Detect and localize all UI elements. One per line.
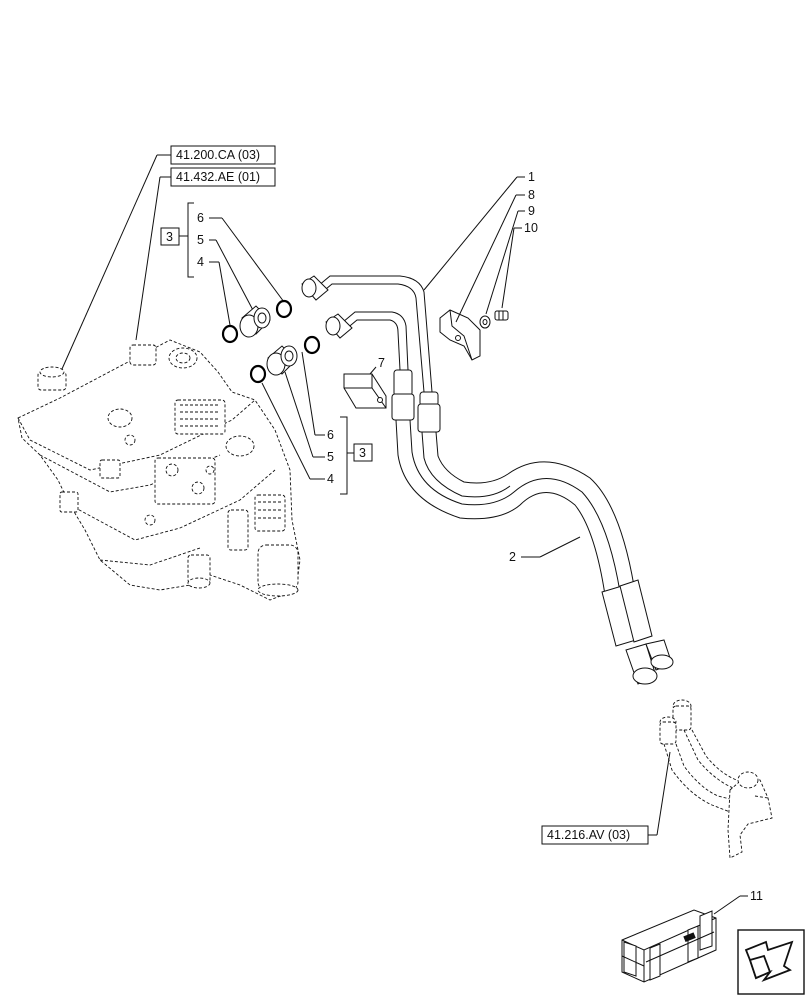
callout-7: 7 (378, 356, 385, 370)
callout-5-top: 5 (197, 233, 204, 247)
group-top-box-label: 3 (166, 230, 173, 244)
o-ring-icon (303, 335, 321, 355)
washer-icon (479, 315, 491, 329)
reference-41-200-ca-label: 41.200.CA (03) (176, 148, 260, 162)
kit-crate-icon (621, 909, 717, 983)
callout-6-bottom: 6 (327, 428, 334, 442)
group-bottom-box[interactable] (353, 443, 373, 462)
leader-line (656, 751, 671, 836)
group-bottom-box-label: 3 (359, 446, 366, 460)
callout-10: 10 (524, 221, 538, 235)
callout-8: 8 (528, 188, 535, 202)
pipe-clamp-icon (439, 309, 481, 361)
hydraulic-hose-icon (395, 419, 674, 685)
group-top: 3 6 5 4 (160, 202, 285, 326)
o-ring-icon (221, 324, 239, 344)
reference-41-200-ca[interactable]: 41.200.CA (03) (170, 145, 276, 165)
group-bottom: 3 6 5 4 (261, 351, 373, 495)
adapter-fitting-icon (249, 335, 321, 384)
adapter-fitting-icon (221, 299, 293, 344)
navigation-arrow-icon[interactable] (737, 929, 805, 995)
leader-line (57, 154, 158, 379)
reference-41-216-av[interactable]: 41.216.AV (03) (541, 825, 649, 845)
callout-4-top: 4 (197, 255, 204, 269)
callout-1: 1 (528, 170, 535, 184)
bolt-icon (494, 310, 509, 321)
leader-line (135, 176, 161, 341)
o-ring-icon (249, 364, 267, 384)
control-valve-icon (17, 339, 301, 601)
reference-41-432-ae[interactable]: 41.432.AE (01) (170, 167, 276, 187)
o-ring-icon (275, 299, 293, 319)
callout-9: 9 (528, 204, 535, 218)
hydraulic-hose-icon (659, 699, 773, 859)
callout-6-top: 6 (197, 211, 204, 225)
reference-41-432-ae-label: 41.432.AE (01) (176, 170, 260, 184)
callout-4-bottom: 4 (327, 472, 334, 486)
hydraulic-pipe-icon (301, 275, 441, 433)
callout-11: 11 (750, 889, 763, 903)
spacer-block-icon (343, 373, 387, 409)
callout-2: 2 (509, 550, 516, 564)
reference-41-216-av-label: 41.216.AV (03) (547, 828, 630, 842)
callout-5-bottom: 5 (327, 450, 334, 464)
